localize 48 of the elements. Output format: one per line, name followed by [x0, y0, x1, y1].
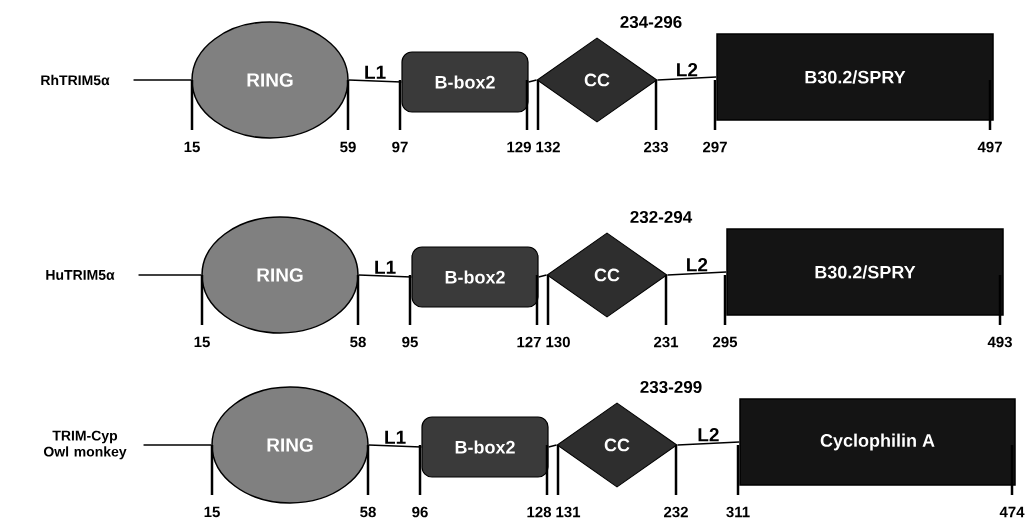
position-number: 130 [546, 336, 570, 348]
position-number: 493 [987, 336, 1012, 348]
edge-label: L2 [698, 428, 719, 442]
linker-line [527, 79, 538, 83]
linker-line [142, 444, 212, 446]
position-number: 497 [977, 141, 1002, 153]
position-number: 59 [340, 141, 356, 153]
domain-box: B30.2/SPRY [726, 228, 1004, 316]
linker-line [537, 274, 548, 278]
linker-line [676, 441, 740, 446]
position-number: 295 [713, 336, 738, 348]
rounded-box: B-box2 [411, 246, 539, 308]
position-number: 15 [184, 141, 200, 153]
position-number: 58 [350, 336, 366, 348]
edge-label: L2 [687, 258, 708, 272]
protein-name: HuTRIM5α [46, 270, 115, 280]
linker-line [656, 76, 717, 81]
position-number: 58 [360, 506, 376, 518]
position-number: 15 [194, 336, 210, 348]
position-number: 474 [999, 506, 1025, 518]
domain-box: B30.2/SPRY [716, 33, 994, 121]
position-number: 128 [527, 506, 552, 518]
linker-line [137, 274, 202, 276]
linker-line [666, 271, 727, 276]
edge-label: L2 [677, 63, 698, 77]
position-number: 132 [536, 141, 560, 153]
position-number: 97 [392, 141, 408, 153]
position-number: 232 [664, 506, 688, 518]
domain-box: Cyclophilin A [739, 398, 1016, 486]
position-number: 127 [517, 336, 541, 348]
position-number: 15 [204, 506, 220, 518]
position-number: 297 [703, 141, 727, 153]
linker-line [132, 79, 192, 81]
rounded-box: B-box2 [401, 51, 529, 113]
protein-name: TRIM-Cyp Owl monkey [43, 430, 127, 460]
position-number: 311 [726, 506, 750, 518]
edge-label: L1 [365, 65, 386, 79]
position-number: 233 [644, 141, 668, 153]
rounded-box: B-box2 [421, 416, 549, 478]
edge-label: L1 [375, 260, 396, 274]
position-number: 231 [654, 336, 679, 348]
linker-line [547, 444, 558, 448]
position-number: 95 [402, 336, 418, 348]
protein-name: RhTRIM5α [41, 74, 110, 86]
position-number: 96 [412, 506, 428, 518]
edge-label: L1 [385, 430, 406, 444]
position-number: 129 [507, 141, 531, 153]
position-number: 131 [556, 506, 581, 518]
